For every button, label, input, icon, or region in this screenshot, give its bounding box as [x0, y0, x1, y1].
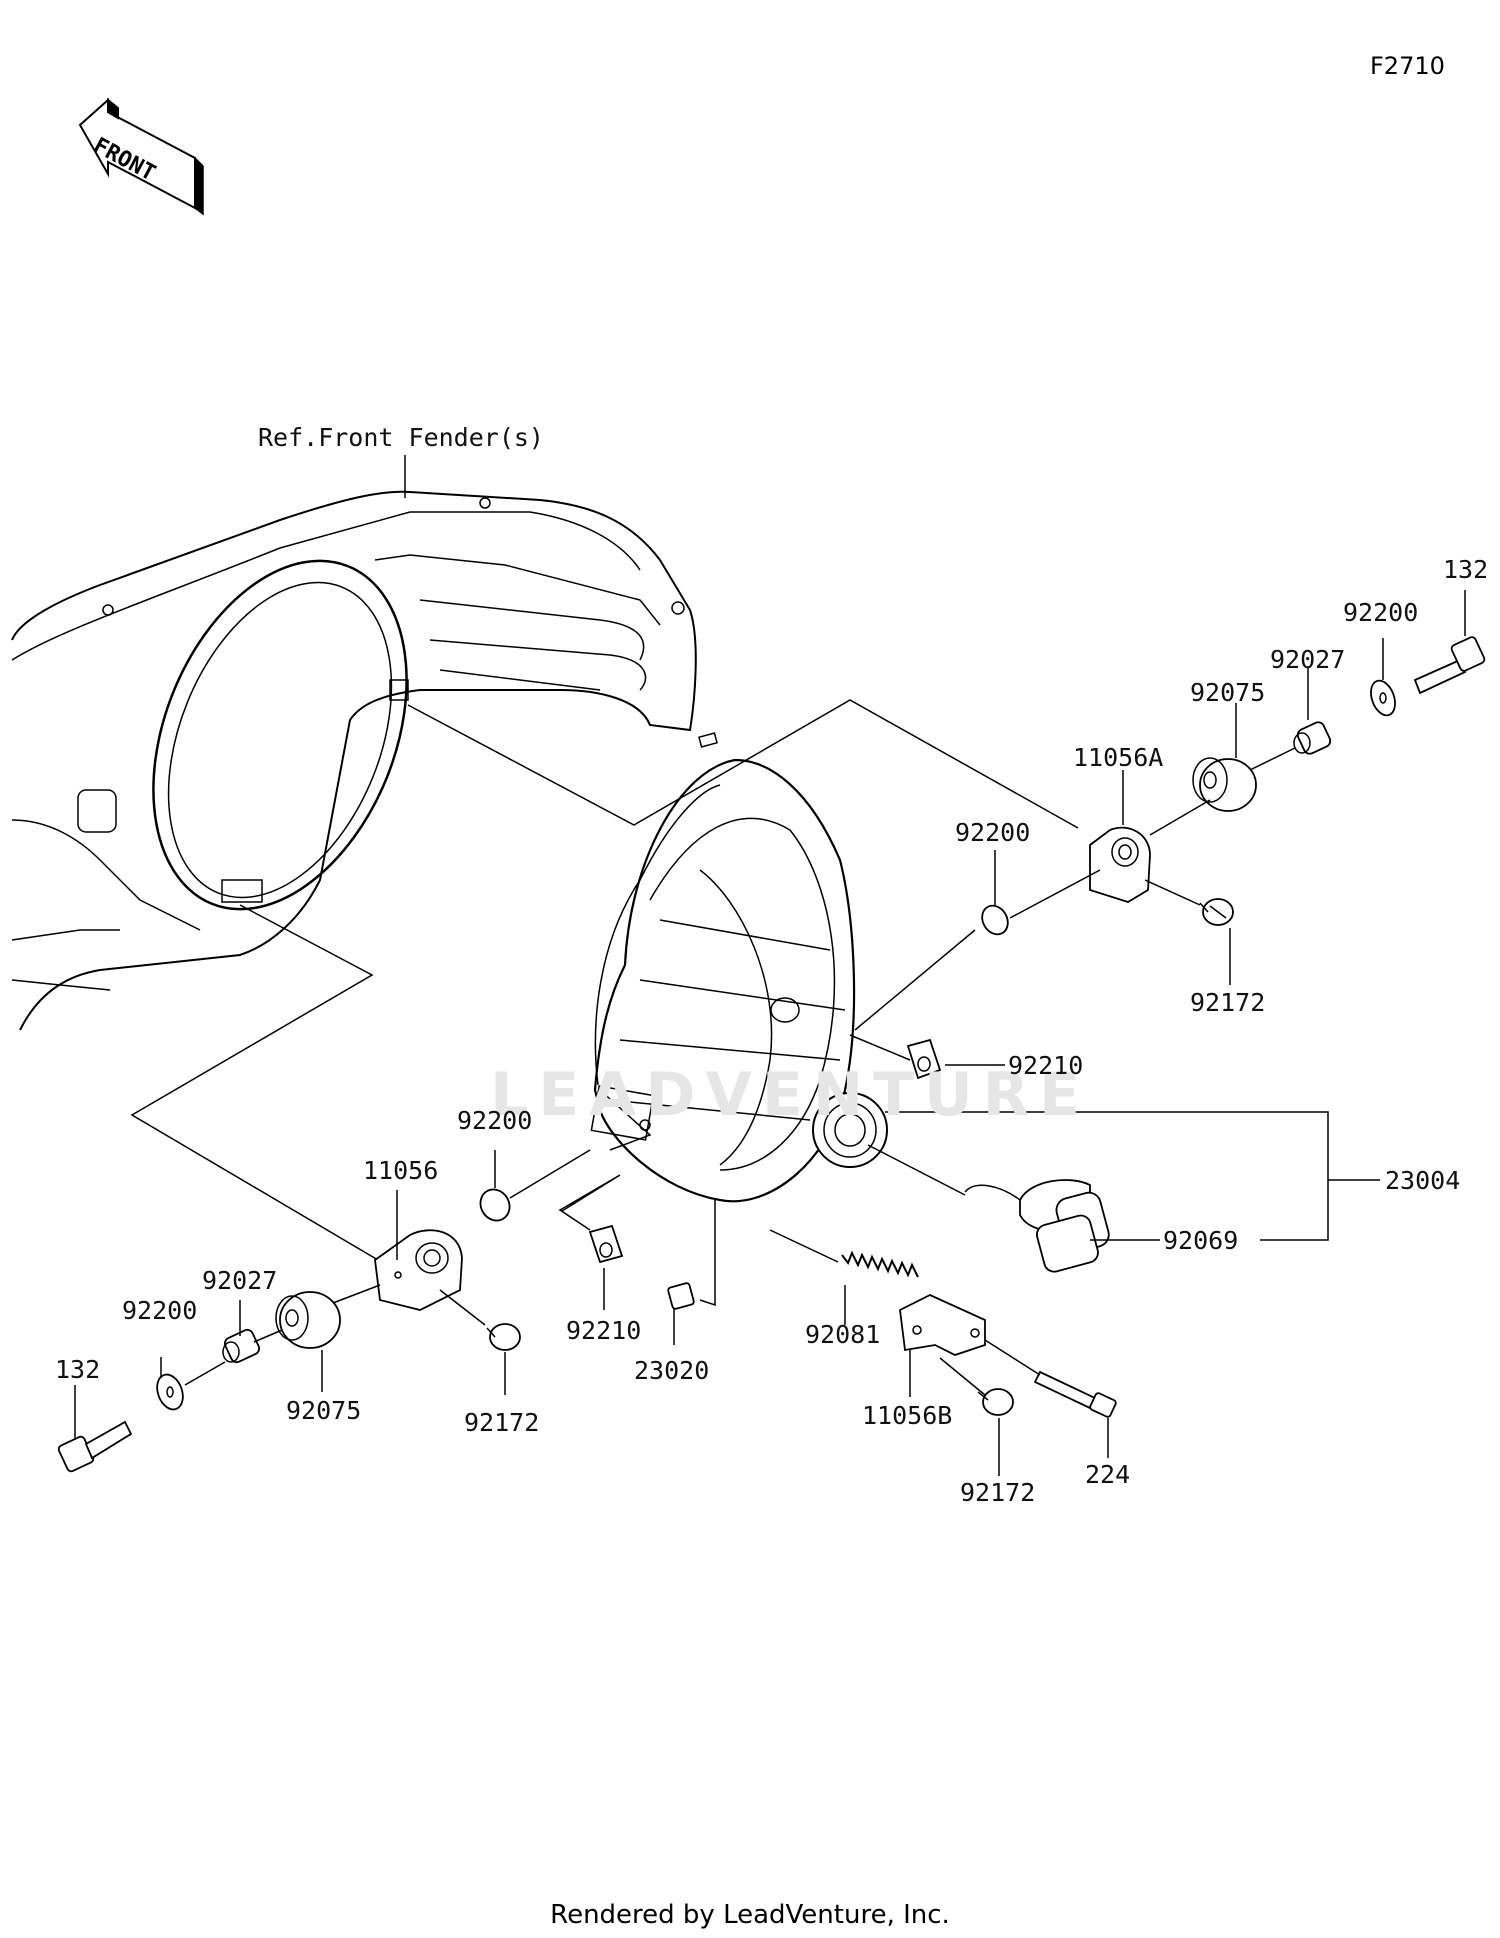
part-label-11056a[interactable]: 11056A [1073, 743, 1164, 772]
front-fender [11, 490, 697, 1031]
part-label-132-right[interactable]: 132 [1443, 555, 1489, 584]
mount-bracket-11056 [374, 1229, 463, 1311]
washer-92200-right-top [1370, 679, 1396, 717]
mount-bracket-11056a [1089, 826, 1151, 903]
part-label-224[interactable]: 224 [1085, 1460, 1131, 1489]
rubber-92075-right [1192, 757, 1257, 812]
footer-credit: Rendered by LeadVenture, Inc. [550, 1900, 950, 1930]
clip-92210-right [906, 1038, 942, 1080]
front-arrow-label: FRONT [89, 133, 159, 186]
mount-bracket-11056b [899, 1294, 986, 1356]
upper-assembly-line [407, 699, 1079, 829]
bolt-224 [1033, 1370, 1117, 1418]
screw-92172-right [1199, 898, 1234, 926]
part-label-92210-right[interactable]: 92210 [1008, 1051, 1084, 1080]
washer-92200-left-low [156, 1373, 184, 1411]
washer-92200-right-mid [981, 904, 1009, 936]
headlight-unit [590, 732, 888, 1203]
front-arrow-icon: FRONT [78, 97, 204, 216]
part-label-92172-bottom[interactable]: 92172 [960, 1478, 1036, 1507]
bolt-132-right [1413, 636, 1486, 695]
clip-92210-left [588, 1224, 624, 1264]
part-label-11056b[interactable]: 11056B [862, 1401, 953, 1430]
part-label-92027-right[interactable]: 92027 [1270, 645, 1346, 674]
collar-92027-left [222, 1328, 261, 1364]
part-label-92200-right-top[interactable]: 92200 [1343, 598, 1419, 627]
headlight-bulb [964, 1179, 1110, 1273]
collar-92027-right [1293, 721, 1332, 755]
diagram-code: F2710 [1370, 52, 1445, 80]
watermark: LEADVENTURE [490, 1060, 1090, 1130]
part-label-92027-left[interactable]: 92027 [202, 1266, 278, 1295]
screw-92172-bottom [977, 1388, 1014, 1416]
part-label-92200-left-mid[interactable]: 92200 [457, 1106, 533, 1135]
part-label-92069[interactable]: 92069 [1163, 1226, 1239, 1255]
part-label-23020[interactable]: 23020 [634, 1356, 710, 1385]
part-label-92075-right[interactable]: 92075 [1190, 678, 1266, 707]
washer-92200-left-mid [479, 1188, 511, 1222]
part-label-92200-left-low[interactable]: 92200 [122, 1296, 198, 1325]
spring-92081 [841, 1250, 919, 1278]
bolt-132-left [57, 1420, 133, 1473]
part-label-23004[interactable]: 23004 [1385, 1166, 1461, 1195]
screw-92172-left [486, 1323, 521, 1351]
leader-lines [74, 590, 1466, 1476]
rubber-92075-left [275, 1291, 341, 1349]
part-label-132-left[interactable]: 132 [55, 1355, 101, 1384]
part-label-92172-right[interactable]: 92172 [1190, 988, 1266, 1017]
reference-label: Ref.Front Fender(s) [258, 423, 544, 452]
part-label-92210-left[interactable]: 92210 [566, 1316, 642, 1345]
part-label-92075-left[interactable]: 92075 [286, 1396, 362, 1425]
part-label-92081[interactable]: 92081 [805, 1320, 881, 1349]
part-label-11056[interactable]: 11056 [363, 1156, 439, 1185]
part-label-92200-right-mid[interactable]: 92200 [955, 818, 1031, 847]
part-label-92172-left[interactable]: 92172 [464, 1408, 540, 1437]
lower-assembly-line [130, 904, 379, 1261]
nut-23020 [667, 1282, 695, 1310]
